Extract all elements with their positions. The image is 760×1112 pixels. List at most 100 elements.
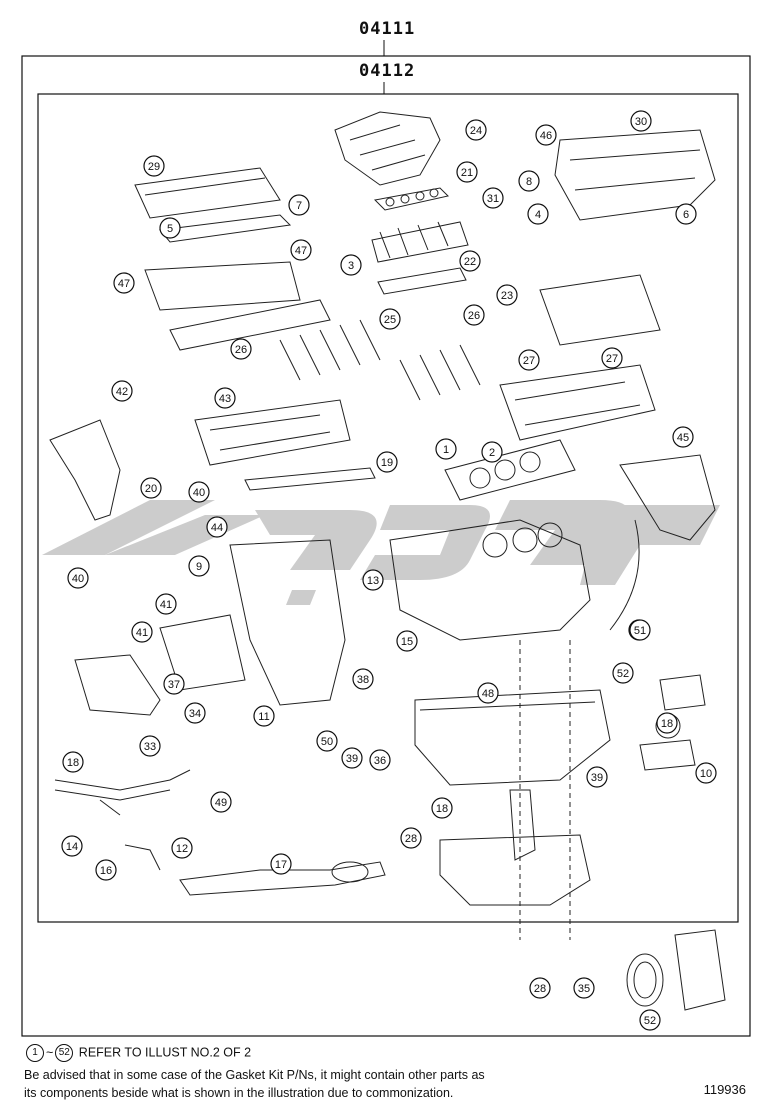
callout-43: 43 [214, 387, 236, 409]
footer-note-line2: its components beside what is shown in t… [24, 1086, 454, 1100]
callout-circle [111, 380, 133, 402]
callout-circle [376, 451, 398, 473]
callout-circle [465, 119, 487, 141]
callout-23: 23 [496, 284, 518, 306]
callout-number: 35 [578, 983, 590, 995]
callout-number: 36 [374, 755, 386, 767]
callout-51: 51 [629, 619, 651, 641]
callout-number: 45 [677, 432, 689, 444]
callout-number: 50 [321, 736, 333, 748]
callout-31: 31 [482, 187, 504, 209]
callout-circle [400, 827, 422, 849]
callout-41: 41 [155, 593, 177, 615]
callout-number: 14 [66, 841, 78, 853]
callout-10: 10 [695, 762, 717, 784]
callout-circle [573, 977, 595, 999]
callout-circle [369, 749, 391, 771]
callout-circle [518, 349, 540, 371]
callout-circle [188, 555, 210, 577]
callout-12: 12 [171, 837, 193, 859]
callout-circle [140, 477, 162, 499]
callout-5: 5 [159, 217, 181, 239]
callout-18: 18 [431, 797, 453, 819]
callout-30: 30 [630, 110, 652, 132]
callout-number: 22 [464, 256, 476, 268]
callout-45: 45 [672, 426, 694, 448]
callout-number: 52 [617, 668, 629, 680]
callout-6: 6 [675, 203, 697, 225]
callout-circle [362, 569, 384, 591]
callout-number: 13 [367, 575, 379, 587]
callout-circle [630, 110, 652, 132]
callout-circle [477, 682, 499, 704]
callout-circle [159, 217, 181, 239]
callout-35: 35 [573, 977, 595, 999]
callout-number: 5 [167, 223, 173, 235]
callout-number: 44 [211, 522, 223, 534]
callout-number: 48 [482, 688, 494, 700]
callout-circle [352, 668, 374, 690]
callout-number: 41 [160, 599, 172, 611]
callout-circle [675, 203, 697, 225]
callout-circle [463, 304, 485, 326]
callout-46: 46 [535, 124, 557, 146]
callout-number: 9 [196, 561, 202, 573]
illustration-number: 119936 [703, 1082, 746, 1097]
callout-circle [143, 155, 165, 177]
callout-circle [527, 203, 549, 225]
callout-circle [163, 673, 185, 695]
callout-39: 39 [586, 766, 608, 788]
callout-47: 47 [113, 272, 135, 294]
callout-9: 9 [188, 555, 210, 577]
callout-number: 1 [443, 444, 449, 456]
callout-circle [171, 837, 193, 859]
callout-18: 18 [656, 712, 678, 734]
callout-number: 15 [401, 636, 413, 648]
callout-16: 16 [95, 859, 117, 881]
callout-number: 3 [348, 260, 354, 272]
callout-number: 18 [436, 803, 448, 815]
callout-40: 40 [67, 567, 89, 589]
callout-number: 46 [540, 130, 552, 142]
callout-number: 31 [487, 193, 499, 205]
callout-47: 47 [290, 239, 312, 261]
callout-number: 6 [683, 209, 689, 221]
callout-circle [95, 859, 117, 881]
callout-number: 37 [168, 679, 180, 691]
footer-range-note: 1~52 REFER TO ILLUST NO.2 OF 2 [24, 1044, 251, 1062]
callout-circle [672, 426, 694, 448]
callout-number: 24 [470, 125, 482, 137]
callout-7: 7 [288, 194, 310, 216]
callout-20: 20 [140, 477, 162, 499]
callout-circle [529, 977, 551, 999]
callout-circle [188, 481, 210, 503]
callout-circle [456, 161, 478, 183]
callout-circle [431, 797, 453, 819]
callout-circle [340, 254, 362, 276]
callout-28: 28 [529, 977, 551, 999]
inner-kit-frame [37, 93, 739, 923]
callout-circle [535, 124, 557, 146]
callout-11: 11 [253, 705, 275, 727]
callout-27: 27 [518, 349, 540, 371]
callout-circle [435, 438, 457, 460]
callout-circle [288, 194, 310, 216]
callout-50: 50 [316, 730, 338, 752]
callout-28: 28 [400, 827, 422, 849]
range-end-callout: 52 [55, 1044, 74, 1062]
callout-17: 17 [270, 853, 292, 875]
callout-number: 47 [118, 278, 130, 290]
callout-number: 39 [591, 772, 603, 784]
callout-number: 38 [357, 674, 369, 686]
callout-circle [459, 250, 481, 272]
callout-circle [316, 730, 338, 752]
callout-number: 47 [295, 245, 307, 257]
callout-19: 19 [376, 451, 398, 473]
range-reference-text: REFER TO ILLUST NO.2 OF 2 [78, 1045, 252, 1060]
callout-33: 33 [139, 735, 161, 757]
callout-18: 18 [62, 751, 84, 773]
callout-38: 38 [352, 668, 374, 690]
callout-circle [341, 747, 363, 769]
callout-13: 13 [362, 569, 384, 591]
callout-circle [131, 621, 153, 643]
